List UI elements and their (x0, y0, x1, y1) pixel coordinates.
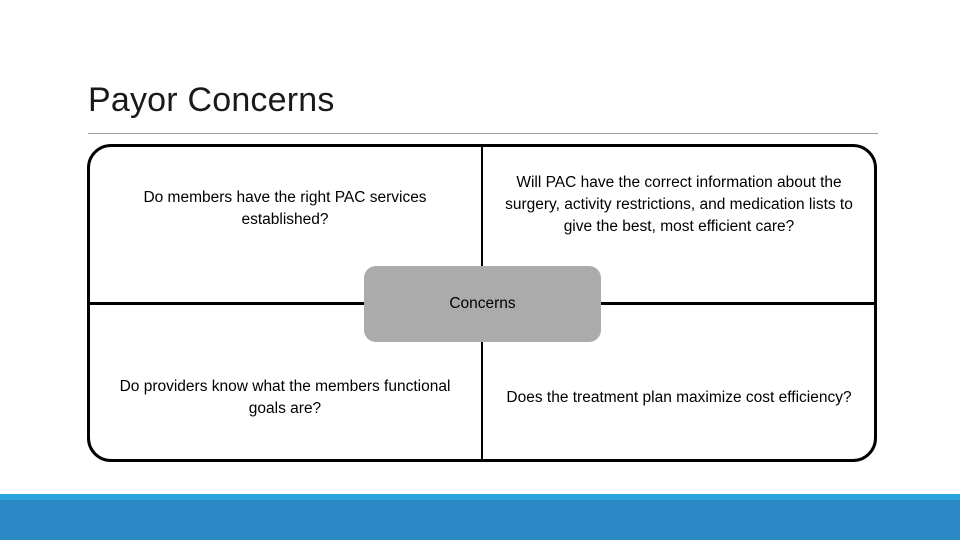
quadrant-bottom-right-text: Does the treatment plan maximize cost ef… (506, 389, 852, 406)
quadrant-top-right: Will PAC have the correct information ab… (485, 150, 873, 300)
page-title: Payor Concerns (88, 81, 335, 119)
quadrant-matrix-frame (87, 144, 877, 462)
footer-accent-bar-main (0, 500, 960, 540)
quadrant-top-left: Do members have the right PAC services e… (92, 150, 478, 300)
title-underline-rule (88, 133, 878, 134)
matrix-horizontal-divider-right (600, 302, 875, 305)
quadrant-bottom-left: Do providers know what the members funct… (92, 308, 478, 458)
quadrant-top-right-text: Will PAC have the correct information ab… (505, 174, 853, 235)
quadrant-top-left-text: Do members have the right PAC services e… (143, 189, 427, 228)
center-concerns-label: Concerns (449, 295, 516, 312)
footer-accent-bar-light (0, 494, 960, 500)
center-concerns-box: Concerns (364, 266, 601, 342)
quadrant-bottom-left-text: Do providers know what the members funct… (119, 378, 451, 417)
matrix-horizontal-divider-left (89, 302, 365, 305)
quadrant-bottom-right: Does the treatment plan maximize cost ef… (485, 308, 873, 458)
